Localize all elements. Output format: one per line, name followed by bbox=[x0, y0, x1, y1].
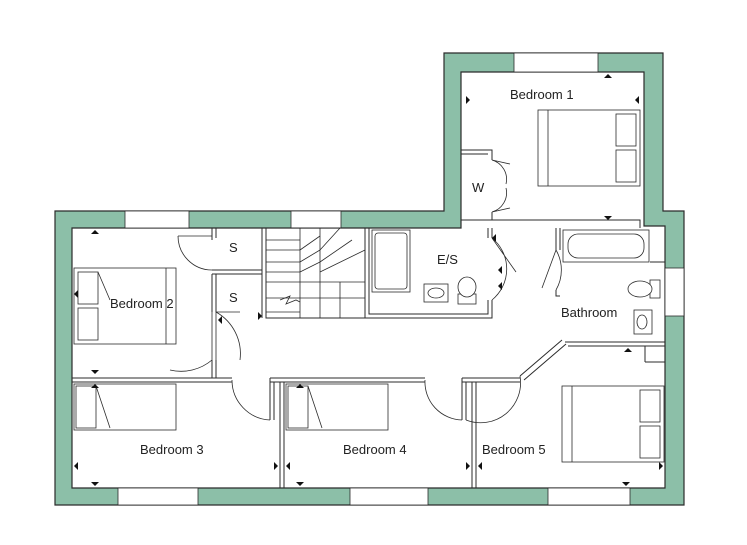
window-bathroom bbox=[664, 267, 685, 317]
windows bbox=[117, 52, 685, 506]
door-bedroom4 bbox=[424, 379, 463, 421]
label-ensuite: E/S bbox=[437, 252, 458, 267]
label-bedroom3: Bedroom 3 bbox=[140, 442, 204, 457]
doors bbox=[169, 159, 562, 424]
label-bedroom5: Bedroom 5 bbox=[482, 442, 546, 457]
door-ensuite bbox=[491, 237, 517, 301]
door-wardrobe-b bbox=[491, 187, 511, 213]
bath bbox=[562, 229, 650, 263]
door-bedroom2 bbox=[169, 312, 213, 372]
label-wardrobe: W bbox=[472, 180, 485, 195]
window-landing bbox=[290, 210, 342, 229]
window-bedroom2 bbox=[124, 210, 190, 229]
bed-bedroom1 bbox=[537, 109, 641, 187]
shower-ensuite bbox=[371, 229, 411, 293]
staircase bbox=[266, 227, 366, 318]
window-bedroom4 bbox=[349, 487, 429, 506]
door-bedroom5 bbox=[465, 375, 521, 424]
label-bedroom1: Bedroom 1 bbox=[510, 87, 574, 102]
door-storage2 bbox=[215, 311, 241, 361]
window-bedroom5 bbox=[547, 487, 631, 506]
window-bedroom3 bbox=[117, 487, 199, 506]
window-bedroom1 bbox=[513, 52, 599, 73]
dimension-arrows bbox=[74, 74, 663, 486]
basin-ensuite bbox=[423, 283, 449, 303]
label-bedroom2: Bedroom 2 bbox=[110, 296, 174, 311]
bed-bedroom4 bbox=[285, 383, 389, 431]
interior-walls bbox=[72, 149, 665, 488]
label-storage1: S bbox=[229, 240, 238, 255]
room-labels: Bedroom 1 Bedroom 2 Bedroom 3 Bedroom 4 … bbox=[110, 87, 617, 457]
basin-bathroom bbox=[633, 309, 653, 335]
door-bathroom bbox=[541, 249, 562, 291]
door-wardrobe-a bbox=[491, 159, 511, 185]
bed-bedroom2 bbox=[73, 267, 177, 345]
label-bathroom: Bathroom bbox=[561, 305, 617, 320]
beds bbox=[73, 109, 665, 463]
label-storage2: S bbox=[229, 290, 238, 305]
bed-bedroom5 bbox=[561, 385, 665, 463]
bed-bedroom3 bbox=[73, 383, 177, 431]
door-bedroom3 bbox=[231, 379, 271, 421]
fixtures bbox=[371, 229, 661, 335]
label-bedroom4: Bedroom 4 bbox=[343, 442, 407, 457]
door-storage1 bbox=[177, 235, 213, 271]
